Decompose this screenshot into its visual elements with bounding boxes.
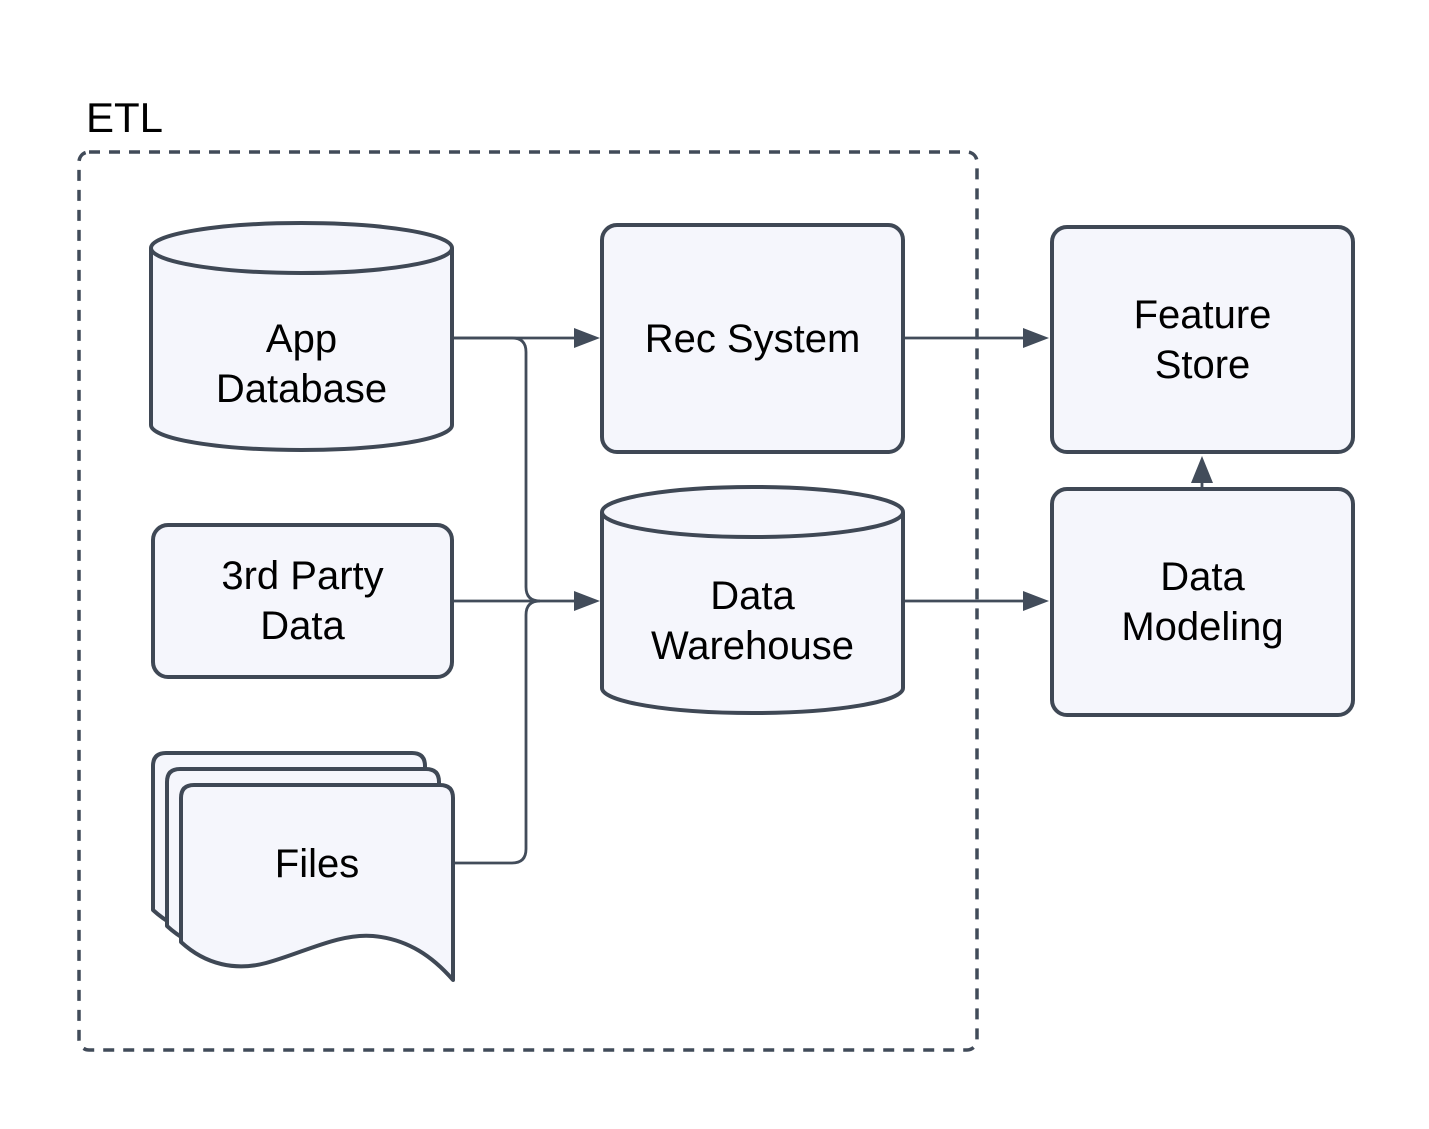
data-modeling-node-shape bbox=[1050, 487, 1355, 717]
third-party-data-node-shape bbox=[151, 523, 454, 679]
feature-store-node-shape bbox=[1050, 225, 1355, 454]
data-warehouse-cylinder-top bbox=[600, 485, 905, 539]
app-database-node-shape bbox=[149, 221, 454, 452]
rec-system-node-shape bbox=[600, 223, 905, 454]
edge-files-warehouse bbox=[453, 599, 541, 865]
etl-group-border bbox=[77, 150, 979, 1052]
etl-group-label: ETL bbox=[86, 94, 164, 141]
arrowhead-into-featurestore bbox=[1023, 328, 1049, 348]
data-warehouse-cylinder-body bbox=[600, 512, 905, 715]
edge-arrowheads bbox=[574, 328, 1213, 611]
app-database-cylinder-top bbox=[149, 221, 454, 275]
edge-appdb-warehouse bbox=[452, 336, 541, 603]
edge-lines bbox=[452, 336, 1204, 865]
app-database-cylinder-body bbox=[149, 248, 454, 452]
data-warehouse-node-shape bbox=[600, 485, 905, 715]
arrowhead-into-modeling bbox=[1023, 591, 1049, 611]
files-page-front bbox=[179, 783, 455, 982]
arrowhead-into-warehouse bbox=[574, 591, 600, 611]
files-node-shape bbox=[151, 751, 455, 982]
arrowhead-into-recsystem bbox=[574, 328, 600, 348]
arrowhead-up-into-featurestore bbox=[1191, 456, 1213, 483]
